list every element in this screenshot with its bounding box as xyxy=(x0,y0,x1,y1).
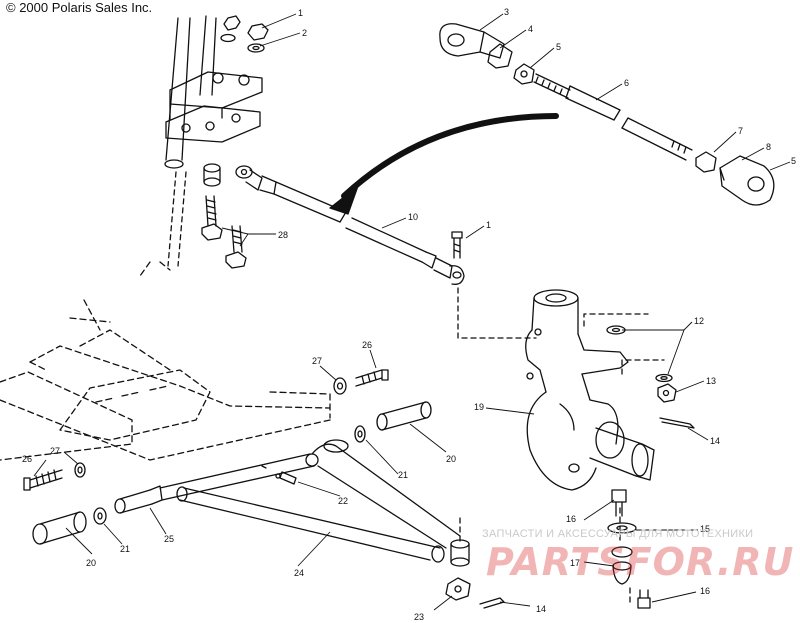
callout-19: 19 xyxy=(474,402,484,412)
nut-part-1 xyxy=(223,15,269,41)
callout-14-lower: 14 xyxy=(536,604,546,614)
assembly-guide-lines xyxy=(457,287,665,605)
bushing-part-20-left xyxy=(32,511,87,545)
bracket-part-15 xyxy=(607,522,637,558)
leader-lines xyxy=(33,13,791,611)
washer-part-12 xyxy=(606,325,673,383)
callout-2: 2 xyxy=(302,28,307,38)
callout-4: 4 xyxy=(528,24,533,34)
callout-16-upper: 16 xyxy=(566,514,576,524)
tie-rod-part-6 xyxy=(533,73,693,161)
callout-21-left: 21 xyxy=(120,544,130,554)
callout-16-lower: 16 xyxy=(700,586,710,596)
rod-end-part-8 xyxy=(719,155,775,206)
cotter-pin-part-14-upper xyxy=(659,417,695,429)
washer-part-2 xyxy=(220,33,265,53)
frame-outline xyxy=(0,261,331,461)
bushing-part-20-right xyxy=(376,401,432,431)
callout-26-right: 26 xyxy=(362,340,372,350)
callout-1-lower: 1 xyxy=(486,220,491,230)
callout-25: 25 xyxy=(164,534,174,544)
callout-20-left: 20 xyxy=(86,558,96,568)
bolt-part-28-b xyxy=(225,225,247,269)
callout-20-right: 20 xyxy=(446,454,456,464)
a-arm-part-24 xyxy=(114,439,461,563)
watermark-caption: ЗАПЧАСТИ И АКСЕССУАРЫ ДЛЯ МОТОТЕХНИКИ xyxy=(482,528,754,540)
callout-5-right: 5 xyxy=(791,156,796,166)
bolt-part-1-lower xyxy=(451,231,463,259)
grease-fitting-part-22 xyxy=(261,465,297,485)
bushing-part-21-left xyxy=(93,507,107,525)
steering-post xyxy=(164,15,263,267)
ball-joint-part-23 xyxy=(445,539,471,601)
callout-17: 17 xyxy=(570,558,580,568)
callout-8: 8 xyxy=(766,142,771,152)
cotter-pin-part-14-lower xyxy=(479,597,505,609)
callout-27-left: 27 xyxy=(50,446,60,456)
bolt-part-26-left xyxy=(23,469,63,491)
bolt-part-26-right xyxy=(355,369,389,387)
washer-part-27-left xyxy=(74,462,86,478)
callout-26-left: 26 xyxy=(22,454,32,464)
jam-nut-part-7 xyxy=(695,151,717,173)
callout-1: 1 xyxy=(298,8,303,18)
washer-part-27-right xyxy=(333,377,347,395)
watermark-brand: PARTSFOR.RU xyxy=(486,540,795,584)
callout-23: 23 xyxy=(414,612,424,622)
spacer xyxy=(203,163,221,187)
callout-24: 24 xyxy=(294,568,304,578)
callout-12: 12 xyxy=(694,316,704,326)
jam-nut-part-5 xyxy=(513,63,535,85)
rod-end-part-3 xyxy=(439,23,505,59)
callout-21-right: 21 xyxy=(398,470,408,480)
bolt-part-16-upper xyxy=(611,489,627,517)
callout-28: 28 xyxy=(278,230,288,240)
copyright-notice: © 2000 Polaris Sales Inc. xyxy=(6,0,153,15)
bolt-part-16-lower xyxy=(637,589,651,609)
callout-labels: 1 2 3 4 5 6 7 8 5 10 1 28 12 13 14 19 26… xyxy=(22,7,796,622)
callout-14-upper: 14 xyxy=(710,436,720,446)
callout-27-right: 27 xyxy=(312,356,322,366)
callout-22: 22 xyxy=(338,496,348,506)
callout-5: 5 xyxy=(556,42,561,52)
callout-10: 10 xyxy=(408,212,418,222)
callout-13: 13 xyxy=(706,376,716,386)
tie-rod-part-10 xyxy=(235,165,465,285)
assembly-arrow xyxy=(329,113,559,215)
bolt-part-28-a xyxy=(201,195,223,241)
callout-3: 3 xyxy=(504,7,509,17)
spindle-part-19 xyxy=(525,289,655,491)
jam-nut-part-4 xyxy=(487,43,513,69)
callout-15: 15 xyxy=(700,524,710,534)
callout-6: 6 xyxy=(624,78,629,88)
callout-7: 7 xyxy=(738,126,743,136)
nut-part-13 xyxy=(657,383,677,403)
bushing-part-21-right xyxy=(354,425,366,443)
